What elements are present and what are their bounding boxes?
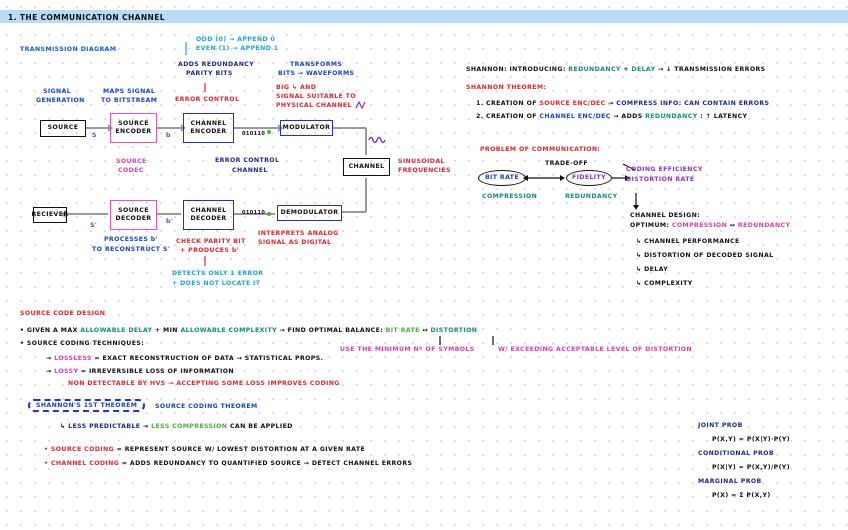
frequencies-note: FREQUENCIES [398, 167, 451, 174]
theorem-line: ↳ LESS PREDICTABLE → LESS COMPRESSION CA… [60, 423, 293, 430]
b-prime-label: b' [166, 218, 174, 225]
shannon-intro: SHANNON: INTRODUCING: REDUNDANCY + DELAY… [466, 66, 766, 73]
source-coding-def: • SOURCE CODING = REPRESENT SOURCE W/ LO… [44, 446, 366, 453]
maps-signal-note: MAPS SIGNAL [103, 88, 156, 95]
joint-prob-formula: P(X,Y) = P(X|Y)·P(Y) [712, 436, 791, 443]
joint-prob-heading: JOINT PROB [698, 422, 743, 429]
detects-note: DETECTS ONLY 1 ERROR [172, 270, 264, 277]
shannon-theorem-heading: SHANNON THEOREM: [466, 84, 547, 91]
channel-box: CHANNEL [343, 158, 390, 176]
channel-decoder-box: CHANNEL DECODER [183, 200, 234, 230]
green-dot-top [267, 130, 271, 134]
signal-suitable-note: SIGNAL SUITABLE TO [276, 93, 356, 100]
source-decoder-box: SOURCE DECODER [110, 200, 157, 230]
page-title: 1. THE COMMUNICATION CHANNEL [8, 13, 165, 22]
to-bitstream-note: TO BITSTREAM [101, 97, 158, 104]
parity-odd-note: ODD (0) → APPEND 0 [196, 36, 276, 43]
interprets-note: INTERPRETS ANALOG [258, 230, 339, 237]
adds-redundancy-note: ADDS REDUNDANCY [178, 61, 255, 68]
green-dot-bottom [267, 212, 271, 216]
lossy-line: → LOSSY = IRREVERSIBLE LOSS OF INFORMATI… [46, 368, 234, 375]
not-locate-note: + DOES NOT LOCATE IT [172, 280, 261, 287]
title-highlight [0, 10, 848, 23]
exceeding-note: W/ EXCEEDING ACCEPTABLE LEVEL OF DISTORT… [498, 346, 693, 353]
marginal-prob-heading: MARGINAL PROB [698, 478, 762, 485]
conditional-prob-formula: P(X|Y) = P(X,Y)/P(Y) [712, 464, 790, 471]
shannon-item-2: 2. CREATION OF CHANNEL ENC/DEC → ADDS RE… [476, 113, 748, 120]
source-coding-theorem-label: SOURCE CODING THEOREM [155, 403, 258, 410]
channel-performance-item: ↳ CHANNEL PERFORMANCE [636, 238, 740, 245]
channel-design-heading: CHANNEL DESIGN: [630, 212, 701, 219]
s-label: S [92, 132, 97, 139]
source-encoder-box: SOURCE ENCODER [110, 113, 157, 143]
bits-bottom: 010110 [242, 210, 266, 216]
codec-note: CODEC [118, 167, 144, 174]
optimum-line: OPTIMUM: COMPRESSION ↔ REDUNDANCY [630, 222, 791, 229]
distortion-item: ↳ DISTORTION OF DECODED SIGNAL [636, 252, 774, 259]
diagram-heading: TRANSMISSION DIAGRAM [20, 46, 117, 53]
channel-coding-def: • CHANNEL CODING = ADDS REDUNDANCY TO QU… [44, 460, 413, 467]
signal-note: SIGNAL [43, 88, 72, 95]
channel-note: CHANNEL [232, 167, 268, 174]
conditional-prob-heading: CONDITIONAL PROB [698, 450, 774, 457]
parity-bits-note: PARITY BITS [186, 70, 233, 77]
source-note: SOURCE [116, 158, 147, 165]
transforms-note: TRANSFORMS [290, 61, 343, 68]
minimum-symbols-note: USE THE MINIMUM Nº OF SYMBOLS [340, 346, 475, 353]
marginal-prob-formula: P(X) = Σ P(X,Y) [712, 492, 771, 499]
parity-even-note: EVEN (1) → APPEND 1 [196, 45, 279, 52]
sinusoidal-note: SINUSOIDAL [398, 158, 445, 165]
lossless-line: → LOSSLESS = EXACT RECONSTRUCTION OF DAT… [46, 355, 324, 362]
shannon-item-1: 1. CREATION OF SOURCE ENC/DEC → COMPRESS… [476, 100, 770, 107]
tradeoff-label: TRADE-OFF [545, 160, 589, 167]
coding-efficiency-note: CODING EFFICIENCY [626, 166, 703, 173]
bits-waveforms-note: BITS → WAVEFORMS [278, 70, 355, 77]
b-label: b [166, 132, 171, 139]
distortion-rate-note: DISTORTION RATE [626, 176, 695, 183]
generation-note: GENERATION [36, 97, 85, 104]
big-and-note: BIG ↳ AND [276, 84, 317, 91]
source-box: SOURCE [40, 120, 86, 137]
s-prime-label: S' [90, 222, 98, 229]
delay-item: ↳ DELAY [636, 266, 669, 273]
reconstruct-note: TO RECONSTRUCT S' [92, 246, 171, 253]
hvs-note: NON DETECTABLE BY HVS → ACCEPTING SOME L… [68, 380, 340, 387]
produces-note: + PRODUCES b' [180, 247, 239, 254]
check-parity-note: CHECK PARITY BIT [176, 238, 246, 245]
fidelity-oval: FIDELITY [566, 170, 612, 186]
error-control-note: ERROR CONTROL [175, 96, 240, 103]
balance-line: • GIVEN A MAX ALLOWABLE DELAY + MIN ALLO… [20, 327, 478, 334]
bits-top: 010110 [242, 131, 266, 137]
source-code-design-heading: SOURCE CODE DESIGN [20, 310, 106, 317]
receiver-box: RECIEVER [31, 207, 68, 223]
demodulator-box: DEMODULATOR [277, 205, 342, 221]
complexity-item: ↳ COMPLEXITY [636, 280, 693, 287]
processes-note: PROCESSES b' [104, 236, 158, 243]
shannon-first-theorem-cloud: SHANNON'S 1ST THEOREM [28, 399, 146, 412]
techniques-line: • SOURCE CODING TECHNIQUES: [20, 340, 145, 347]
analog-digital-note: SIGNAL AS DIGITAL [258, 239, 332, 246]
bit-rate-oval: BIT RATE [478, 170, 526, 186]
physical-channel-note: PHYSICAL CHANNEL [276, 102, 352, 109]
compression-label: COMPRESSION [482, 193, 538, 200]
error-control-channel-note: ERROR CONTROL [215, 157, 280, 164]
problem-heading: PROBLEM OF COMMUNICATION: [480, 146, 601, 153]
channel-encoder-box: CHANNEL ENCODER [183, 113, 234, 143]
modulator-box: MODULATOR [280, 120, 333, 136]
redundancy-label: REDUNDANCY [565, 193, 618, 200]
